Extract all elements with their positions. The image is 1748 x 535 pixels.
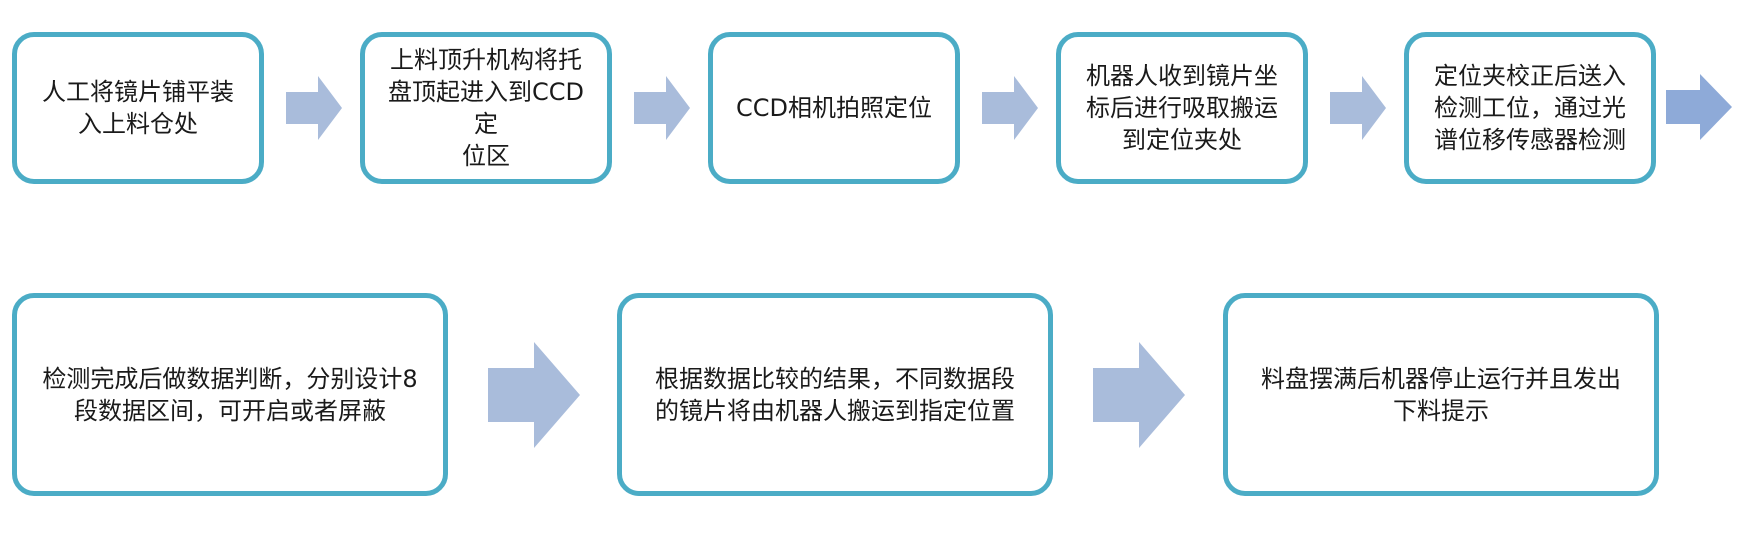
flow-arrow-6	[1093, 342, 1185, 448]
flow-step-2-text: 上料顶升机构将托 盘顶起进入到CCD定 位区	[388, 46, 584, 170]
flow-arrow-3	[982, 76, 1038, 140]
flow-step-3-text: CCD相机拍照定位	[736, 94, 932, 122]
flow-step-4-text: 机器人收到镜片坐 标后进行吸取搬运 到定位夹处	[1086, 62, 1278, 154]
flow-step-6: 检测完成后做数据判断，分别设计8 段数据区间，可开启或者屏蔽	[12, 293, 448, 496]
flow-arrow-5	[488, 342, 580, 448]
flow-arrow-continue	[1666, 74, 1732, 140]
flow-step-1: 人工将镜片铺平装 入上料仓处	[12, 32, 264, 184]
flow-step-8: 料盘摆满后机器停止运行并且发出 下料提示	[1223, 293, 1659, 496]
flow-step-7: 根据数据比较的结果，不同数据段 的镜片将由机器人搬运到指定位置	[617, 293, 1053, 496]
flow-step-4: 机器人收到镜片坐 标后进行吸取搬运 到定位夹处	[1056, 32, 1308, 184]
flow-step-3: CCD相机拍照定位	[708, 32, 960, 184]
flow-arrow-1	[286, 76, 342, 140]
flow-step-7-text: 根据数据比较的结果，不同数据段 的镜片将由机器人搬运到指定位置	[655, 364, 1015, 425]
flow-step-8-text: 料盘摆满后机器停止运行并且发出 下料提示	[1261, 364, 1621, 425]
flow-arrow-4	[1330, 76, 1386, 140]
flow-step-5-text: 定位夹校正后送入 检测工位，通过光 谱位移传感器检测	[1434, 62, 1626, 154]
flow-step-2: 上料顶升机构将托 盘顶起进入到CCD定 位区	[360, 32, 612, 184]
flow-step-6-text: 检测完成后做数据判断，分别设计8 段数据区间，可开启或者屏蔽	[42, 364, 418, 425]
flow-step-1-text: 人工将镜片铺平装 入上料仓处	[42, 78, 234, 138]
flow-step-5: 定位夹校正后送入 检测工位，通过光 谱位移传感器检测	[1404, 32, 1656, 184]
flow-arrow-2	[634, 76, 690, 140]
